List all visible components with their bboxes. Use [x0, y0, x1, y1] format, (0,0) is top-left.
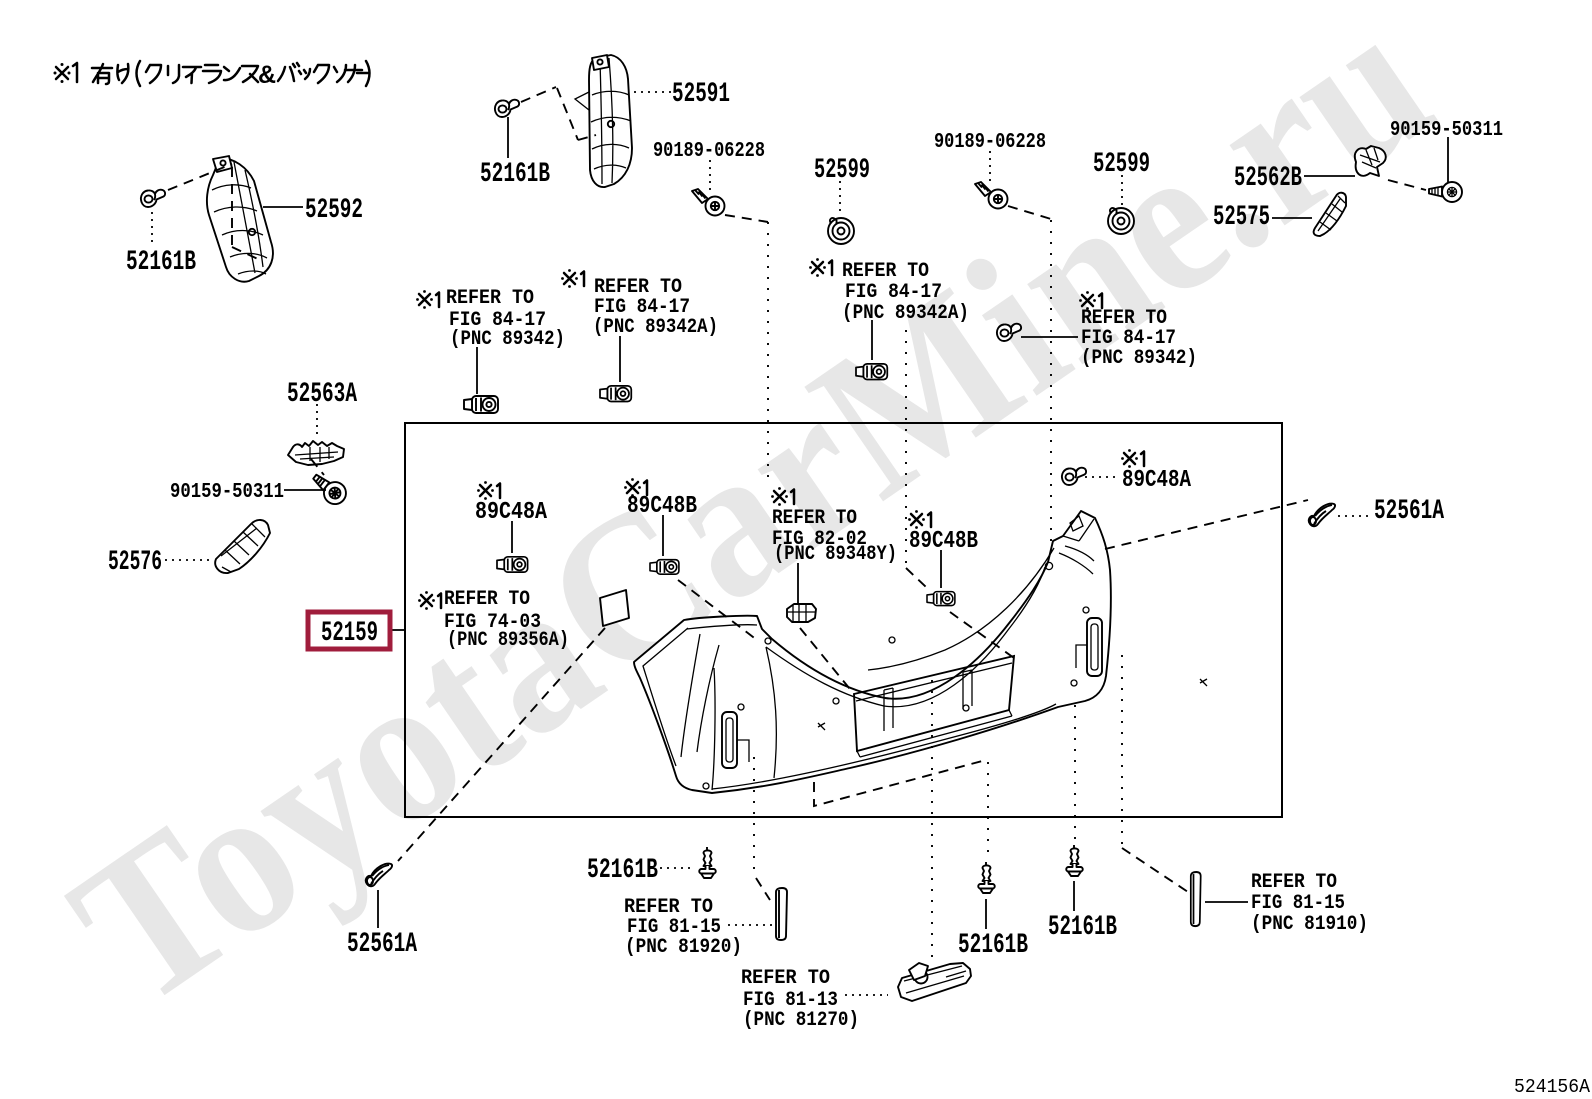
svg-text:FIG 81-13: FIG 81-13: [743, 989, 838, 1012]
svg-text:52599: 52599: [814, 155, 870, 186]
svg-text:REFER TO: REFER TO: [624, 896, 713, 919]
svg-text:FIG 81-15: FIG 81-15: [1251, 892, 1345, 915]
svg-text:52161B: 52161B: [587, 855, 658, 886]
svg-text:FIG 81-15: FIG 81-15: [627, 916, 721, 939]
svg-text:52561A: 52561A: [1374, 496, 1444, 527]
svg-text:(PNC 89348Y): (PNC 89348Y): [774, 543, 897, 566]
svg-text:90189-06228: 90189-06228: [934, 131, 1046, 154]
svg-text:(PNC 89342A): (PNC 89342A): [593, 316, 718, 339]
svg-text:(PNC 81910): (PNC 81910): [1251, 913, 1368, 936]
svg-text:90189-06228: 90189-06228: [653, 140, 765, 163]
svg-text:REFER TO: REFER TO: [772, 507, 857, 530]
svg-text:52592: 52592: [305, 195, 363, 226]
svg-text:FIG 84-17: FIG 84-17: [449, 309, 546, 332]
svg-text:FIG 82-02: FIG 82-02: [772, 528, 867, 551]
svg-text:REFER TO: REFER TO: [842, 260, 929, 283]
svg-text:89C48B: 89C48B: [627, 493, 697, 520]
svg-text:52159: 52159: [321, 618, 378, 649]
svg-text:90159-50311: 90159-50311: [1390, 119, 1503, 142]
svg-text:52161B: 52161B: [126, 247, 196, 278]
svg-text:REFER TO: REFER TO: [1251, 871, 1337, 894]
svg-text:52591: 52591: [672, 79, 730, 110]
svg-text:REFER TO: REFER TO: [741, 967, 830, 990]
svg-text:REFER TO: REFER TO: [446, 287, 534, 310]
svg-text:REFER TO: REFER TO: [444, 588, 530, 611]
svg-text:52561A: 52561A: [347, 929, 417, 960]
svg-text:89C48B: 89C48B: [909, 528, 978, 555]
svg-text:52562B: 52562B: [1234, 163, 1302, 194]
svg-text:52575: 52575: [1213, 202, 1270, 233]
svg-text:&: &: [258, 61, 276, 89]
svg-text:(PNC 81270): (PNC 81270): [743, 1009, 859, 1032]
svg-text:FIG 84-17: FIG 84-17: [594, 296, 690, 319]
svg-text:52563A: 52563A: [287, 379, 357, 410]
svg-text:52161B: 52161B: [480, 159, 550, 190]
svg-text:89C48A: 89C48A: [1122, 467, 1191, 494]
svg-text:FIG 84-17: FIG 84-17: [1081, 327, 1176, 350]
svg-text:REFER TO: REFER TO: [1081, 307, 1167, 330]
svg-text:FIG 84-17: FIG 84-17: [845, 281, 942, 304]
svg-text:524156A: 524156A: [1514, 1076, 1591, 1098]
svg-text:52161B: 52161B: [958, 930, 1028, 961]
svg-text:89C48A: 89C48A: [475, 499, 547, 526]
svg-text:(PNC 89342): (PNC 89342): [1081, 347, 1197, 370]
svg-text:FIG 74-03: FIG 74-03: [444, 611, 541, 634]
svg-text:REFER TO: REFER TO: [594, 276, 682, 299]
svg-text:52576: 52576: [108, 547, 162, 578]
svg-text:(PNC 89356A): (PNC 89356A): [447, 629, 569, 652]
svg-text:(PNC 81920): (PNC 81920): [625, 936, 742, 959]
svg-text:52599: 52599: [1093, 149, 1150, 180]
svg-text:90159-50311: 90159-50311: [170, 481, 284, 504]
svg-text:(PNC 89342): (PNC 89342): [450, 328, 565, 351]
svg-text:(PNC 89342A): (PNC 89342A): [842, 302, 969, 325]
svg-text:52161B: 52161B: [1048, 912, 1117, 943]
